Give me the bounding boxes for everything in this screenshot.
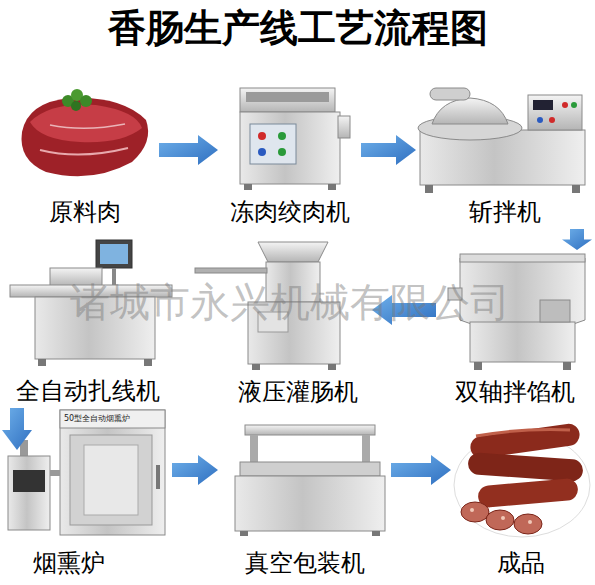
nameplate-text: 50型全自动烟熏炉 [64, 414, 130, 424]
step-label: 成品 [497, 549, 545, 578]
machine-step: 烟熏炉 [3, 452, 168, 578]
vacuum-packer [235, 425, 385, 536]
diagram-title: 香肠生产线工艺流程图 [0, 6, 595, 52]
meat-grinder [240, 88, 350, 190]
raw-meat [22, 89, 149, 176]
machine-step: 双轴拌馅机 [440, 252, 590, 407]
flow-arrow [562, 229, 592, 250]
machine-step: 原料肉 [15, 82, 155, 227]
step-label: 冻肉绞肉机 [230, 198, 350, 227]
flow-arrow [172, 455, 218, 485]
flow-arrow [159, 135, 218, 165]
step-label: 液压灌肠机 [238, 378, 358, 407]
step-label: 烟熏炉 [33, 549, 105, 578]
step-label: 全自动扎线机 [16, 377, 160, 406]
step-label: 真空包装机 [245, 549, 365, 578]
flow-arrow [2, 408, 32, 450]
smoke-house [8, 410, 165, 535]
step-label: 原料肉 [49, 198, 121, 227]
sausage-product [454, 422, 590, 537]
step-label: 双轴拌馅机 [455, 378, 575, 407]
watermark: 诸城市永兴机械有限公司 [70, 278, 510, 326]
machine-step: 成品 [455, 405, 587, 578]
bowl-chopper [418, 88, 585, 193]
flow-arrow [391, 455, 451, 485]
machine-step: 冻肉绞肉机 [222, 80, 357, 227]
machine-step: 斩拌机 [420, 80, 590, 227]
step-label: 斩拌机 [469, 198, 541, 227]
machine-step: 真空包装机 [222, 420, 387, 578]
flow-arrow [361, 135, 416, 165]
